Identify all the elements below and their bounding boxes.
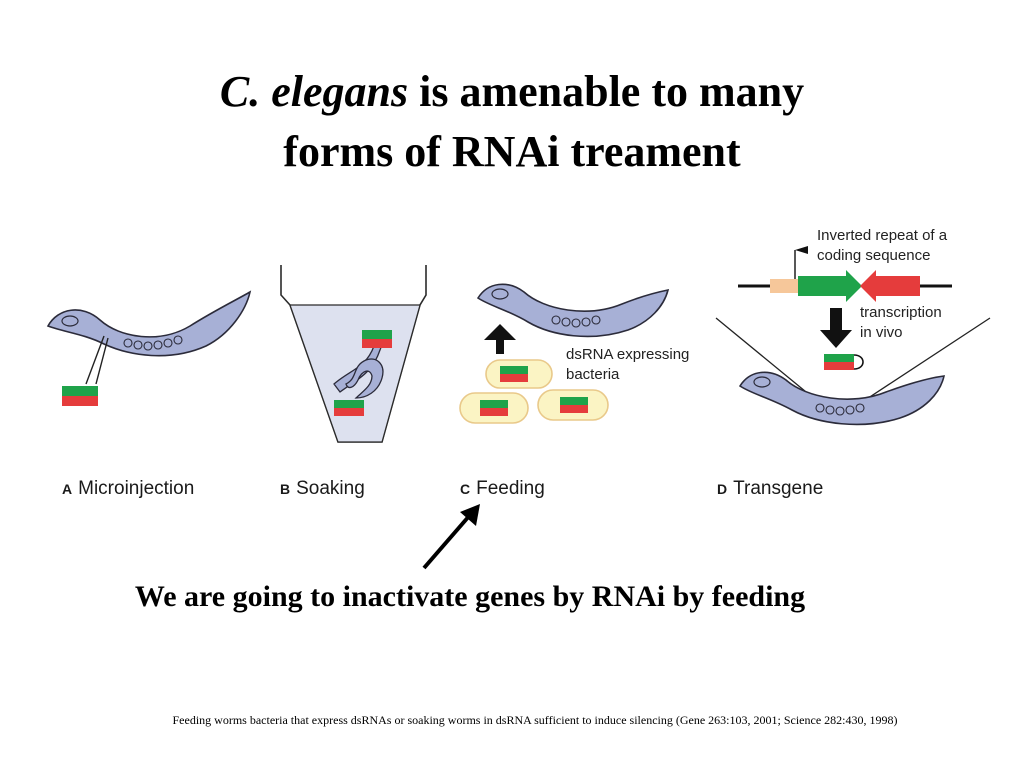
inverted-repeat-line2: coding sequence xyxy=(817,247,931,264)
injection-needle-1 xyxy=(85,335,105,385)
injection-needle-2 xyxy=(95,337,109,385)
bacteria-annotation-line2: bacteria xyxy=(566,366,620,383)
dsrna-b1 xyxy=(362,330,392,348)
bacteria-annotation-line1: dsRNA expressing xyxy=(566,346,690,363)
dsrna-a xyxy=(62,386,98,406)
bacteria-annotation: dsRNA expressing bacteria xyxy=(566,345,689,385)
coding-sequence-reverse xyxy=(860,270,920,302)
main-message: We are going to inactivate genes by RNAi… xyxy=(134,580,806,613)
transcription-annotation: transcription in vivo xyxy=(860,303,942,343)
panel-name-c: Feeding xyxy=(476,478,545,499)
panel-label-d: D Transgene xyxy=(717,478,823,500)
callout-line-right xyxy=(849,317,991,411)
panel-letter-c: C xyxy=(460,481,471,497)
worm-a xyxy=(46,290,252,357)
panel-name-b: Soaking xyxy=(296,478,365,499)
worm-a-pharynx xyxy=(61,315,79,327)
title-line2: forms of RNAi treament xyxy=(283,127,741,176)
worm-b2 xyxy=(345,358,384,399)
worm-c-eggs xyxy=(551,315,601,328)
footnote-citation: Feeding worms bacteria that express dsRN… xyxy=(172,713,898,727)
inverted-repeat-annotation: Inverted repeat of a coding sequence xyxy=(817,226,947,266)
panel-name-d: Transgene xyxy=(733,478,824,499)
bacterium-2 xyxy=(459,392,529,424)
dsrna-b2 xyxy=(334,400,364,416)
hairpin-dsrna xyxy=(824,354,864,370)
promoter-flag-icon xyxy=(795,246,808,254)
bacterium-3 xyxy=(537,389,609,421)
panel-letter-a: A xyxy=(62,481,73,497)
slide-title: C. elegans is amenable to many forms of … xyxy=(0,62,1024,182)
transcription-line1: transcription xyxy=(860,304,942,321)
transcription-line2: in vivo xyxy=(860,324,903,341)
pointer-arrow xyxy=(422,504,480,570)
title-rest: is amenable to many xyxy=(408,67,805,116)
coding-sequence-forward xyxy=(798,270,862,302)
worm-d-eggs xyxy=(815,403,865,416)
panel-label-b: B Soaking xyxy=(280,478,365,500)
panel-a-microinjection xyxy=(46,290,252,406)
worm-c-pharynx xyxy=(491,288,509,300)
panel-name-a: Microinjection xyxy=(78,478,195,499)
promoter-block xyxy=(770,279,798,293)
panel-c-feeding xyxy=(459,283,670,424)
ingestion-arrow xyxy=(484,324,516,354)
panel-letter-b: B xyxy=(280,481,291,497)
bacterium-1 xyxy=(485,359,553,389)
inverted-repeat-line1: Inverted repeat of a xyxy=(817,227,948,244)
worm-a-eggs xyxy=(123,335,183,351)
transcription-arrow xyxy=(820,308,852,348)
panel-d-transgene xyxy=(715,246,991,426)
worm-d xyxy=(738,371,946,426)
title-species: C. elegans xyxy=(219,67,409,116)
panel-label-a: A Microinjection xyxy=(62,478,194,500)
worm-c xyxy=(476,283,670,338)
worm-d-pharynx xyxy=(753,376,771,388)
panel-label-c: C Feeding xyxy=(460,478,545,500)
panel-letter-d: D xyxy=(717,481,728,497)
panel-b-soaking xyxy=(280,265,427,443)
